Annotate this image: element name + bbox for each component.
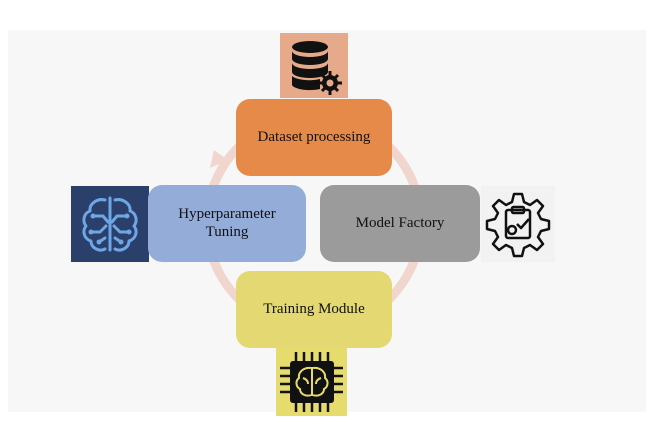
node-dataset-processing: Dataset processing <box>236 99 392 176</box>
gear-checklist-icon <box>481 186 555 262</box>
cycle-arrowhead <box>210 150 228 168</box>
node-hyper-label-line2: Tuning <box>205 223 249 240</box>
node-hyperparameter-tuning: Hyperparameter Tuning <box>148 185 306 262</box>
neural-network-brain-icon <box>71 186 149 262</box>
ai-chip-brain-icon <box>276 348 347 416</box>
node-training-label: Training Module <box>263 300 365 317</box>
database-gear-icon <box>280 33 348 98</box>
node-hyper-label-line1: Hyperparameter <box>178 206 276 223</box>
node-dataset-label: Dataset processing <box>257 128 371 145</box>
node-model-factory: Model Factory <box>320 185 480 262</box>
node-training-module: Training Module <box>236 271 392 348</box>
node-model-label: Model Factory <box>355 214 445 231</box>
